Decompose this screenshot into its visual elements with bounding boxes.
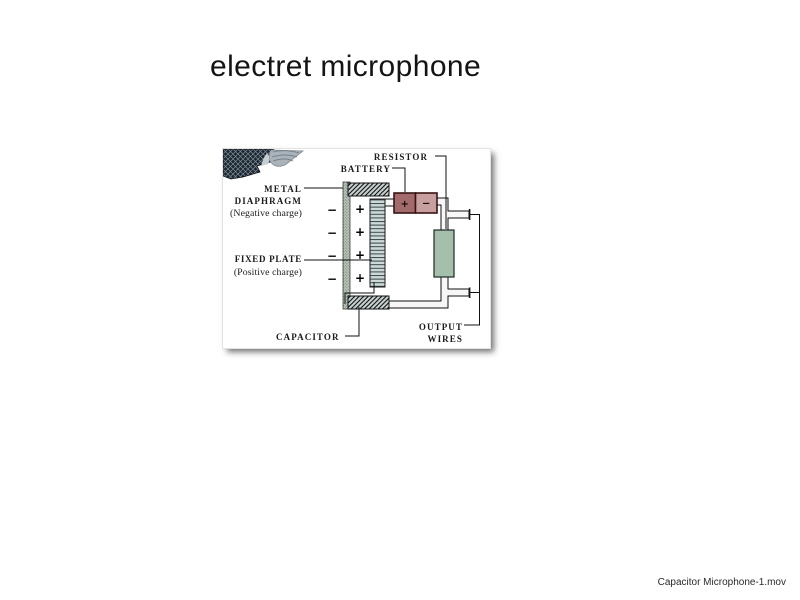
charge-symbols: − − − − + + + +	[327, 202, 365, 286]
battery-plus-sign: +	[401, 199, 409, 210]
output-wires-label-line1: OUTPUT	[419, 322, 463, 332]
metal-diaphragm-label-line1: METAL	[264, 184, 302, 194]
photo-capsule-shape	[268, 149, 305, 167]
plus-charge-symbol: +	[355, 248, 365, 262]
resistor-leader-line	[435, 155, 447, 229]
negative-charge-label: (Negative charge)	[230, 208, 302, 219]
battery-negative-cell	[414, 192, 438, 214]
minus-charge-symbol: −	[327, 203, 337, 217]
minus-charge-symbol: −	[327, 249, 337, 263]
wire-battery-to-resistor	[436, 197, 470, 231]
battery-symbol: + −	[393, 192, 438, 214]
output-wires	[464, 209, 480, 326]
photo-highlight	[261, 153, 270, 166]
diagram-card: RESISTOR BATTERY METAL DIAPHRAGM (Negati…	[222, 148, 491, 349]
fixed-plate	[369, 198, 386, 288]
positive-charge-label: (Positive charge)	[234, 267, 302, 278]
microphone-photo-fragment	[223, 149, 305, 180]
battery-leader-line	[392, 167, 406, 192]
output-bus-line	[464, 214, 480, 326]
metal-diaphragm-plate	[342, 181, 351, 310]
capacitor-bottom-cap	[347, 295, 390, 310]
battery-minus-sign: −	[422, 199, 430, 210]
resistor-label: RESISTOR	[374, 152, 428, 162]
wire-resistor-to-capacitor	[388, 276, 470, 309]
metal-diaphragm-label-line2: DIAPHRAGM	[235, 196, 302, 206]
fixed-plate-bottom-wire	[344, 282, 375, 304]
photo-capsule-lines	[271, 150, 300, 162]
electret-microphone-diagram: RESISTOR BATTERY METAL DIAPHRAGM (Negati…	[223, 149, 480, 344]
capacitor-leader-line	[345, 307, 360, 337]
slide-title: electret microphone	[210, 50, 482, 83]
capacitor-top-cap	[347, 182, 390, 197]
minus-charge-symbol: −	[327, 226, 337, 240]
output-wires-label-line2: WIRES	[427, 334, 463, 344]
plus-charge-symbol: +	[355, 225, 365, 239]
plus-charge-symbol: +	[355, 271, 365, 285]
capacitor-label: CAPACITOR	[276, 332, 340, 342]
fixed-plate-label: FIXED PLATE	[235, 254, 302, 264]
movie-filename-caption: Capacitor Microphone-1.mov	[657, 577, 786, 588]
battery-label: BATTERY	[341, 164, 391, 174]
resistor-component	[433, 229, 455, 278]
photo-grille-texture	[223, 149, 277, 180]
plus-charge-symbol: +	[355, 202, 365, 216]
minus-charge-symbol: −	[327, 272, 337, 286]
